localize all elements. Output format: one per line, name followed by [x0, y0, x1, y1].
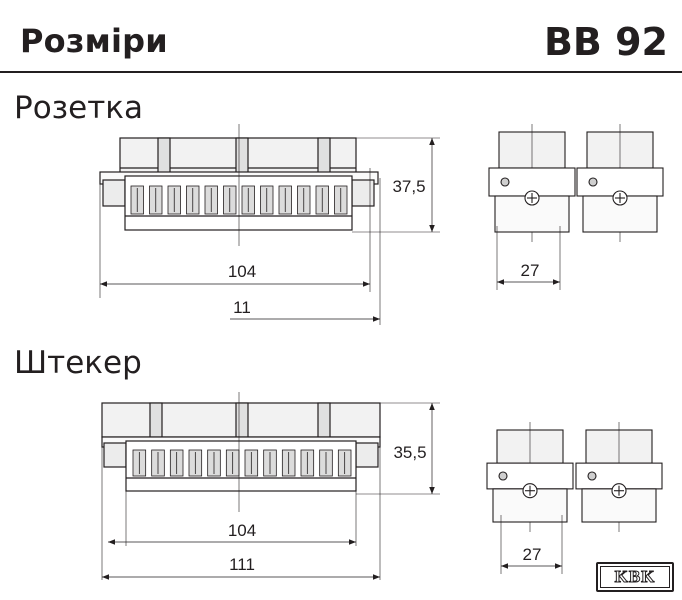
socket-side-view: [99, 124, 440, 325]
page-title: Розміри: [20, 22, 168, 60]
plug-width-label: 27: [523, 545, 542, 564]
plug-side-view: [101, 392, 440, 580]
socket-length-label: 104: [228, 262, 256, 281]
section-title-plug: Штекер: [14, 345, 142, 381]
plug-end-view: [486, 422, 663, 574]
logo-text: KBK: [614, 567, 656, 587]
section-title-socket: Розетка: [14, 90, 143, 126]
header-divider: [0, 71, 682, 73]
plug-total-label: 111: [229, 555, 255, 574]
plug-length-label: 104: [228, 521, 256, 540]
kbk-logo: KBK: [596, 562, 674, 592]
socket-width-label: 27: [521, 261, 540, 280]
product-code: BB 92: [543, 20, 668, 64]
plug-height-label: 35,5: [393, 443, 426, 462]
socket-end-view: [488, 124, 664, 290]
socket-height-label: 37,5: [392, 177, 425, 196]
socket-total-label: 11: [233, 298, 251, 317]
